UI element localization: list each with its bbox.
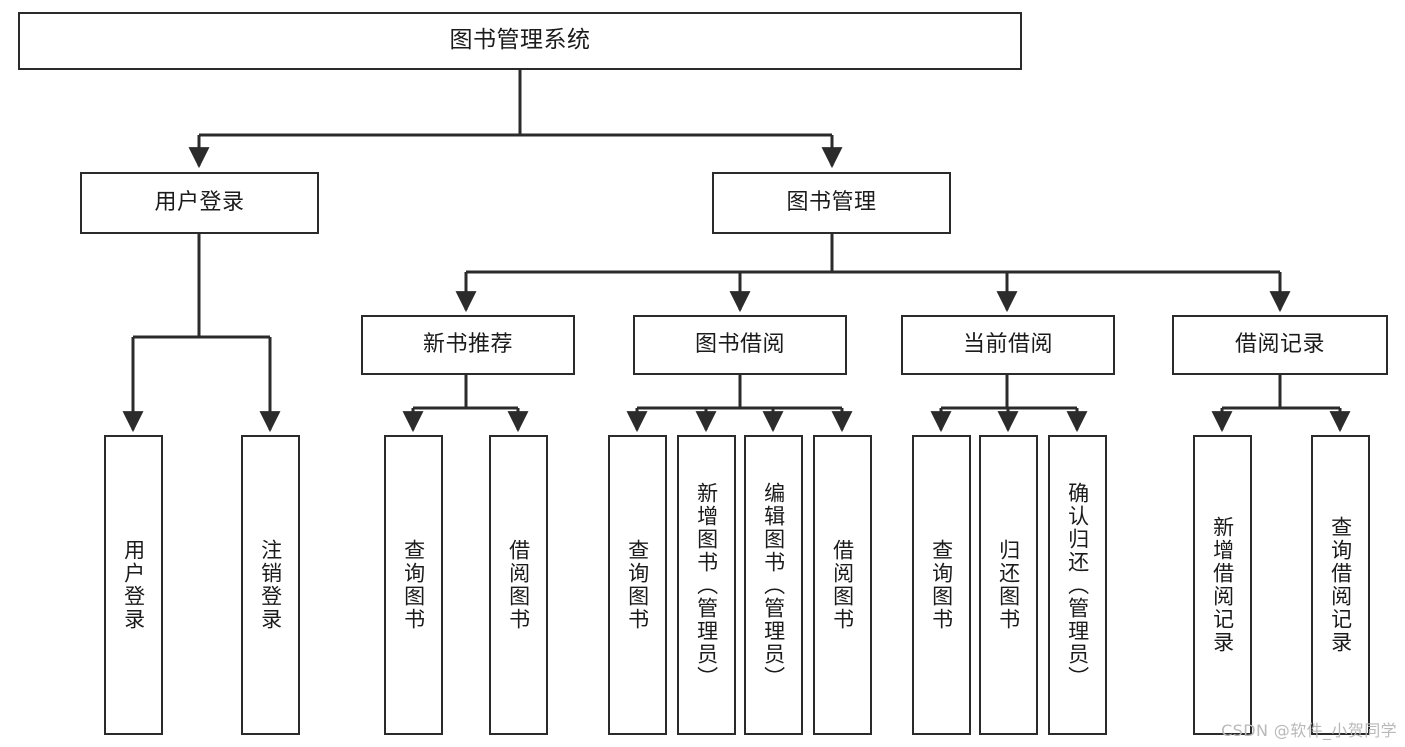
node-label: 用户登录 bbox=[121, 539, 146, 631]
node-root-book-management-system[interactable]: 图书管理系统 bbox=[18, 12, 1022, 70]
node-label: 编辑图书（管理员） bbox=[761, 481, 786, 689]
node-label: 新增借阅记录 bbox=[1210, 516, 1235, 654]
node-label: 新增图书（管理员） bbox=[694, 481, 719, 689]
node-label: 注销登录 bbox=[258, 539, 283, 631]
node-label: 图书借阅 bbox=[694, 331, 785, 357]
node-leaf-add-book-admin[interactable]: 新增图书（管理员） bbox=[677, 435, 736, 735]
node-leaf-user-login[interactable]: 用户登录 bbox=[104, 435, 163, 735]
node-leaf-borrow-book-borrowing[interactable]: 借阅图书 bbox=[813, 435, 872, 735]
node-label: 查询图书 bbox=[625, 539, 650, 631]
node-label: 图书管理系统 bbox=[449, 27, 591, 54]
node-new-book-recommendation[interactable]: 新书推荐 bbox=[361, 315, 575, 375]
node-label: 图书管理 bbox=[786, 189, 877, 215]
node-label: 当前借阅 bbox=[962, 331, 1053, 357]
node-leaf-logout[interactable]: 注销登录 bbox=[241, 435, 300, 735]
node-leaf-confirm-return-admin[interactable]: 确认归还（管理员） bbox=[1048, 435, 1107, 735]
node-label: 用户登录 bbox=[154, 189, 245, 215]
node-borrowing-record[interactable]: 借阅记录 bbox=[1172, 315, 1388, 375]
node-label: 借阅图书 bbox=[830, 539, 855, 631]
node-leaf-add-borrow-record[interactable]: 新增借阅记录 bbox=[1193, 435, 1252, 735]
node-label: 查询图书 bbox=[929, 539, 954, 631]
node-user-login[interactable]: 用户登录 bbox=[80, 172, 319, 234]
node-book-borrowing[interactable]: 图书借阅 bbox=[633, 315, 847, 375]
node-leaf-query-book-borrowing[interactable]: 查询图书 bbox=[608, 435, 667, 735]
node-current-borrowing[interactable]: 当前借阅 bbox=[901, 315, 1115, 375]
node-label: 确认归还（管理员） bbox=[1065, 481, 1090, 689]
node-leaf-return-book[interactable]: 归还图书 bbox=[979, 435, 1038, 735]
node-leaf-query-book-current[interactable]: 查询图书 bbox=[912, 435, 971, 735]
watermark-text: CSDN @软件_小贺同学 bbox=[1221, 721, 1397, 740]
node-leaf-query-borrow-record[interactable]: 查询借阅记录 bbox=[1311, 435, 1370, 735]
node-label: 借阅记录 bbox=[1234, 331, 1325, 357]
node-leaf-edit-book-admin[interactable]: 编辑图书（管理员） bbox=[744, 435, 803, 735]
node-label: 借阅图书 bbox=[506, 539, 531, 631]
node-label: 归还图书 bbox=[996, 539, 1021, 631]
node-label: 新书推荐 bbox=[422, 331, 513, 357]
node-leaf-borrow-book-recommendation[interactable]: 借阅图书 bbox=[489, 435, 548, 735]
node-label: 查询借阅记录 bbox=[1328, 516, 1353, 654]
node-leaf-query-book-recommendation[interactable]: 查询图书 bbox=[384, 435, 443, 735]
node-label: 查询图书 bbox=[401, 539, 426, 631]
node-book-management[interactable]: 图书管理 bbox=[712, 172, 951, 234]
